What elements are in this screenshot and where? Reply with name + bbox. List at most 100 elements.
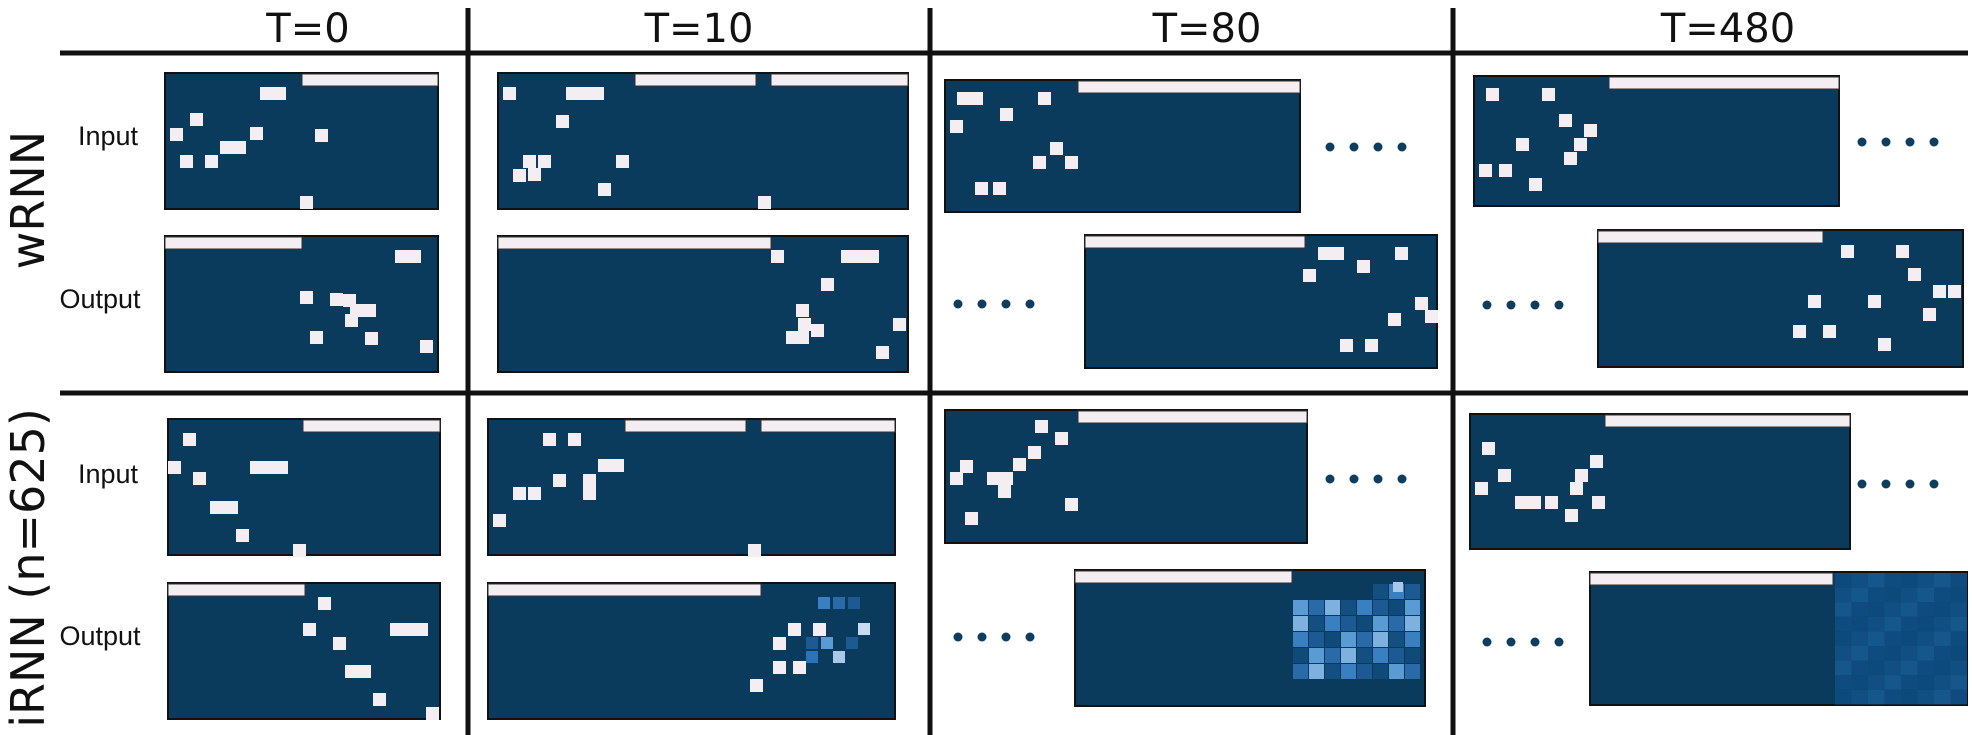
active-cell bbox=[365, 332, 378, 345]
panel-wrnn-t80-output bbox=[1084, 234, 1438, 369]
active-cell bbox=[543, 433, 556, 446]
blended-cell bbox=[1884, 573, 1901, 588]
active-cell bbox=[1050, 142, 1063, 155]
ellipsis-dot bbox=[1325, 474, 1335, 484]
active-cell bbox=[193, 472, 206, 485]
ellipsis-dot bbox=[1881, 137, 1891, 147]
blended-cell bbox=[1405, 600, 1420, 615]
sequence-bar bbox=[497, 236, 772, 250]
active-cell bbox=[1388, 313, 1401, 326]
panel-background bbox=[497, 235, 909, 373]
active-cell bbox=[1357, 260, 1370, 273]
active-cell bbox=[771, 250, 784, 263]
blended-cell bbox=[1868, 631, 1885, 646]
ellipsis-dot bbox=[1929, 137, 1939, 147]
ellipsis-dot bbox=[1905, 137, 1915, 147]
sequence-bar bbox=[760, 419, 896, 433]
panel-irnn-t10-input bbox=[487, 418, 896, 557]
active-cell bbox=[1033, 156, 1046, 169]
active-cell bbox=[1515, 496, 1541, 509]
blended-cell bbox=[1373, 616, 1388, 631]
active-cell bbox=[528, 487, 541, 500]
blended-cell bbox=[1357, 648, 1372, 663]
active-cell bbox=[965, 512, 978, 525]
blended-cell bbox=[1884, 660, 1901, 676]
sequence-bar bbox=[1074, 570, 1293, 584]
blended-cell bbox=[1950, 689, 1967, 705]
active-cell bbox=[1303, 269, 1316, 282]
active-cell bbox=[1318, 247, 1344, 260]
blended-cell bbox=[1934, 689, 1951, 705]
ellipsis-dot bbox=[1025, 299, 1035, 309]
blended-cell bbox=[1901, 675, 1918, 690]
blended-cell bbox=[1341, 664, 1356, 679]
active-cell bbox=[1868, 295, 1881, 308]
active-cell bbox=[1542, 88, 1555, 101]
active-cell bbox=[793, 661, 806, 674]
blended-cell bbox=[1325, 616, 1340, 631]
active-cell bbox=[568, 433, 581, 446]
blended-cell bbox=[1373, 664, 1388, 679]
blended-cell bbox=[806, 637, 818, 649]
blended-cell bbox=[1917, 646, 1934, 661]
active-cell bbox=[300, 196, 313, 209]
active-cell bbox=[315, 129, 328, 142]
blended-cell bbox=[1901, 573, 1918, 588]
blended-cell bbox=[1868, 660, 1885, 676]
active-cell bbox=[1590, 455, 1603, 468]
active-cell bbox=[583, 487, 596, 500]
blended-cell bbox=[1901, 616, 1918, 632]
active-cell bbox=[503, 87, 516, 100]
ellipsis-irnn-t480-output bbox=[1482, 637, 1564, 647]
blended-cell bbox=[1934, 616, 1951, 632]
blended-cell bbox=[1868, 573, 1885, 588]
active-cell bbox=[1055, 432, 1068, 445]
blended-cell bbox=[1309, 664, 1324, 679]
blended-cell bbox=[1373, 648, 1388, 663]
active-cell bbox=[788, 623, 801, 636]
blended-cell bbox=[1901, 689, 1918, 705]
ellipsis-dot bbox=[1349, 474, 1359, 484]
blended-cell bbox=[1917, 675, 1934, 690]
ellipsis-dot bbox=[1506, 300, 1516, 310]
blended-cell bbox=[1934, 573, 1951, 588]
active-cell bbox=[987, 472, 1000, 485]
panel-wrnn-t10-output bbox=[497, 235, 909, 373]
grid-lines bbox=[60, 8, 1968, 735]
blended-cell bbox=[1835, 689, 1852, 705]
active-cell bbox=[1035, 420, 1048, 433]
sequence-bar bbox=[302, 419, 441, 433]
blended-cell bbox=[1868, 675, 1885, 690]
blended-cell bbox=[858, 623, 870, 635]
active-cell bbox=[993, 182, 1006, 195]
blended-cell bbox=[1835, 587, 1852, 603]
sequence-bar bbox=[1077, 410, 1308, 424]
active-cell bbox=[1793, 325, 1806, 338]
active-cell bbox=[333, 637, 346, 650]
active-cell bbox=[1475, 482, 1488, 495]
ellipsis-dots bbox=[953, 137, 1939, 647]
active-cell bbox=[893, 318, 906, 331]
active-cell bbox=[1575, 469, 1588, 482]
blended-cell bbox=[818, 597, 830, 609]
active-cell bbox=[796, 304, 809, 317]
blended-cell bbox=[1934, 660, 1951, 676]
ellipsis-wrnn-t480-input bbox=[1857, 137, 1939, 147]
active-cell bbox=[598, 183, 611, 196]
active-cell bbox=[960, 460, 973, 473]
column-title-1: T=10 bbox=[644, 6, 754, 52]
panel-wrnn-t10-input bbox=[497, 72, 909, 210]
active-cell bbox=[293, 544, 306, 557]
blended-cell bbox=[1934, 587, 1951, 603]
row-label-wrnn: wRNN bbox=[1, 131, 55, 269]
active-cell bbox=[1908, 268, 1921, 281]
active-cell bbox=[1592, 496, 1605, 509]
blended-cell bbox=[1851, 573, 1868, 588]
blended-cell bbox=[1341, 632, 1356, 647]
blended-cell bbox=[1325, 648, 1340, 663]
blended-cell bbox=[1934, 675, 1951, 690]
panel-wrnn-t80-input bbox=[944, 79, 1301, 213]
active-cell bbox=[318, 597, 331, 610]
blended-cell bbox=[1901, 646, 1918, 661]
